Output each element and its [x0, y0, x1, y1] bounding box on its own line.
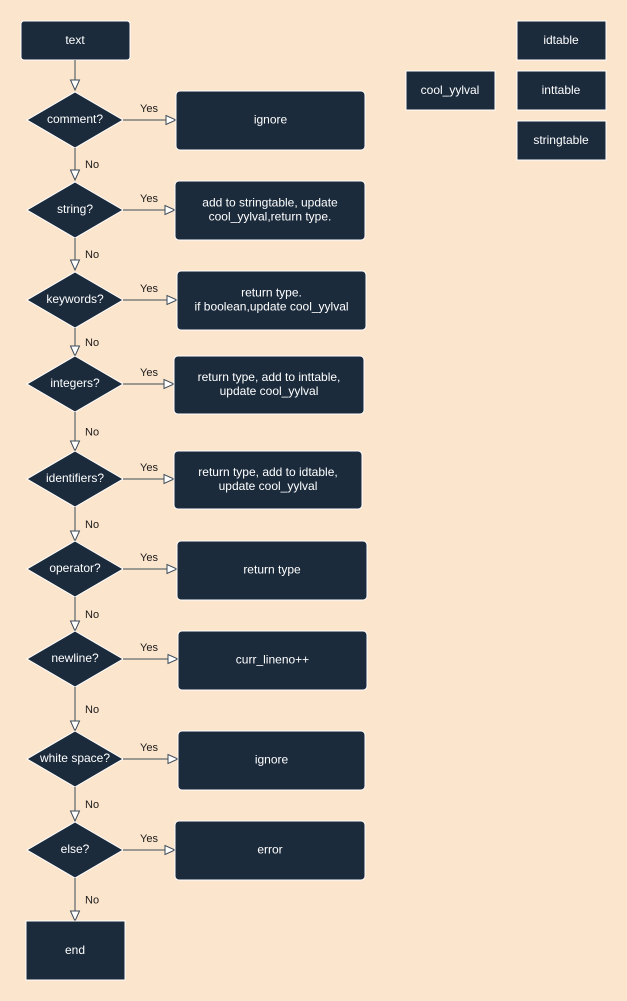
edge-comment-yes: Yes	[123, 103, 178, 126]
action-keywords-text: return type.	[241, 286, 302, 300]
action-newline-text: curr_lineno++	[236, 653, 309, 667]
edge-white-space-no-label: No	[85, 799, 99, 811]
edge-string-yes: Yes	[123, 193, 177, 216]
action-identifiers-text: update cool_yylval	[219, 479, 318, 493]
decision-newline-question: newline?	[51, 651, 99, 665]
edge-else-no: No	[69, 878, 99, 923]
decision-integers-question: integers?	[50, 376, 100, 390]
decision-identifiers: identifiers? Yes return type, add to idtab…	[26, 450, 363, 543]
action-comment[interactable]: ignore	[175, 90, 366, 151]
edge-start-to-comment	[69, 60, 81, 92]
edge-operator-no-label: No	[85, 609, 99, 621]
edge-comment-no-label: No	[85, 159, 99, 171]
decision-identifiers-question: identifiers?	[46, 471, 104, 485]
decision-string: string? Yes add to stringtable, updatecool…	[26, 180, 366, 272]
action-operator-text: return type	[243, 563, 301, 577]
edge-white-space-yes-label: Yes	[140, 742, 158, 754]
stringtable-label: stringtable	[533, 133, 589, 147]
action-identifiers-text: return type, add to idtable,	[198, 465, 337, 479]
edge-else-no-label: No	[85, 895, 99, 907]
stringtable-node[interactable]: stringtable	[516, 120, 607, 161]
edge-newline-yes-label: Yes	[140, 642, 158, 654]
edge-identifiers-yes-label: Yes	[140, 462, 158, 474]
edge-operator-no: No	[69, 597, 99, 633]
cool-yylval-node[interactable]: cool_yylval	[405, 70, 496, 111]
action-newline[interactable]: curr_lineno++	[177, 630, 368, 691]
edge-white-space-yes: Yes	[123, 742, 180, 765]
edge-string-no: No	[69, 238, 99, 272]
action-else[interactable]: error	[174, 820, 366, 881]
edge-keywords-yes-label: Yes	[140, 283, 158, 295]
edge-identifiers-yes: Yes	[123, 462, 176, 485]
action-comment-text: ignore	[254, 113, 288, 127]
action-keywords[interactable]: return type.if boolean,update cool_yylva…	[176, 270, 367, 331]
edge-string-no-label: No	[85, 249, 99, 261]
cool-yylval-label: cool_yylval	[421, 83, 480, 97]
action-white-space[interactable]: ignore	[177, 730, 366, 791]
edge-integers-no: No	[69, 412, 99, 453]
decision-operator-question: operator?	[49, 561, 101, 575]
decision-integers: integers? Yes return type, add to inttable…	[26, 355, 365, 453]
start-label: text	[65, 33, 85, 47]
action-string-text: add to stringtable, update	[202, 196, 338, 210]
decision-comment-question: comment?	[47, 112, 103, 126]
action-string-text: cool_yylval,return type.	[209, 210, 332, 224]
end-node[interactable]: end	[25, 920, 126, 981]
edge-else-yes-label: Yes	[140, 833, 158, 845]
decision-newline: newline? Yes curr_lineno++ No	[26, 630, 368, 733]
action-integers[interactable]: return type, add to inttable,update cool…	[173, 355, 365, 415]
start-node[interactable]: text	[20, 20, 131, 61]
edge-integers-no-label: No	[85, 427, 99, 439]
decision-white-space-question: white space?	[39, 751, 110, 765]
action-string[interactable]: add to stringtable, updatecool_yylval,re…	[174, 180, 366, 241]
edge-string-yes-label: Yes	[140, 193, 158, 205]
edge-newline-no-label: No	[85, 704, 99, 716]
edge-else-yes: Yes	[123, 833, 177, 856]
edge-identifiers-no: No	[69, 507, 99, 543]
inttable-label: inttable	[542, 83, 581, 97]
edge-keywords-no-label: No	[85, 337, 99, 349]
end-label: end	[65, 943, 85, 957]
idtable-node[interactable]: idtable	[516, 20, 607, 61]
edge-operator-yes: Yes	[123, 552, 179, 575]
edge-keywords-no: No	[69, 328, 99, 358]
edge-operator-yes-label: Yes	[140, 552, 158, 564]
edge-newline-yes: Yes	[123, 642, 180, 665]
decision-else-question: else?	[61, 842, 90, 856]
decision-keywords-question: keywords?	[46, 292, 104, 306]
action-keywords-text: if boolean,update cool_yylval	[194, 300, 348, 314]
action-else-text: error	[257, 843, 282, 857]
edge-newline-no: No	[69, 687, 99, 733]
edge-identifiers-no-label: No	[85, 519, 99, 531]
edge-integers-yes-label: Yes	[140, 367, 158, 379]
idtable-label: idtable	[543, 33, 579, 47]
edge-white-space-no: No	[69, 787, 99, 823]
action-white-space-text: ignore	[255, 753, 289, 767]
decision-string-question: string?	[57, 202, 93, 216]
edge-comment-no: No	[69, 148, 99, 182]
action-identifiers[interactable]: return type, add to idtable,update cool_…	[173, 450, 363, 510]
action-integers-text: return type, add to inttable,	[198, 370, 341, 384]
inttable-node[interactable]: inttable	[516, 70, 607, 111]
action-operator[interactable]: return type	[176, 540, 368, 601]
action-integers-text: update cool_yylval	[220, 384, 319, 398]
decision-keywords: keywords? Yes return type.if boolean,updat…	[26, 270, 367, 358]
edge-keywords-yes: Yes	[123, 283, 179, 306]
edge-integers-yes: Yes	[123, 367, 176, 390]
edge-comment-yes-label: Yes	[140, 103, 158, 115]
